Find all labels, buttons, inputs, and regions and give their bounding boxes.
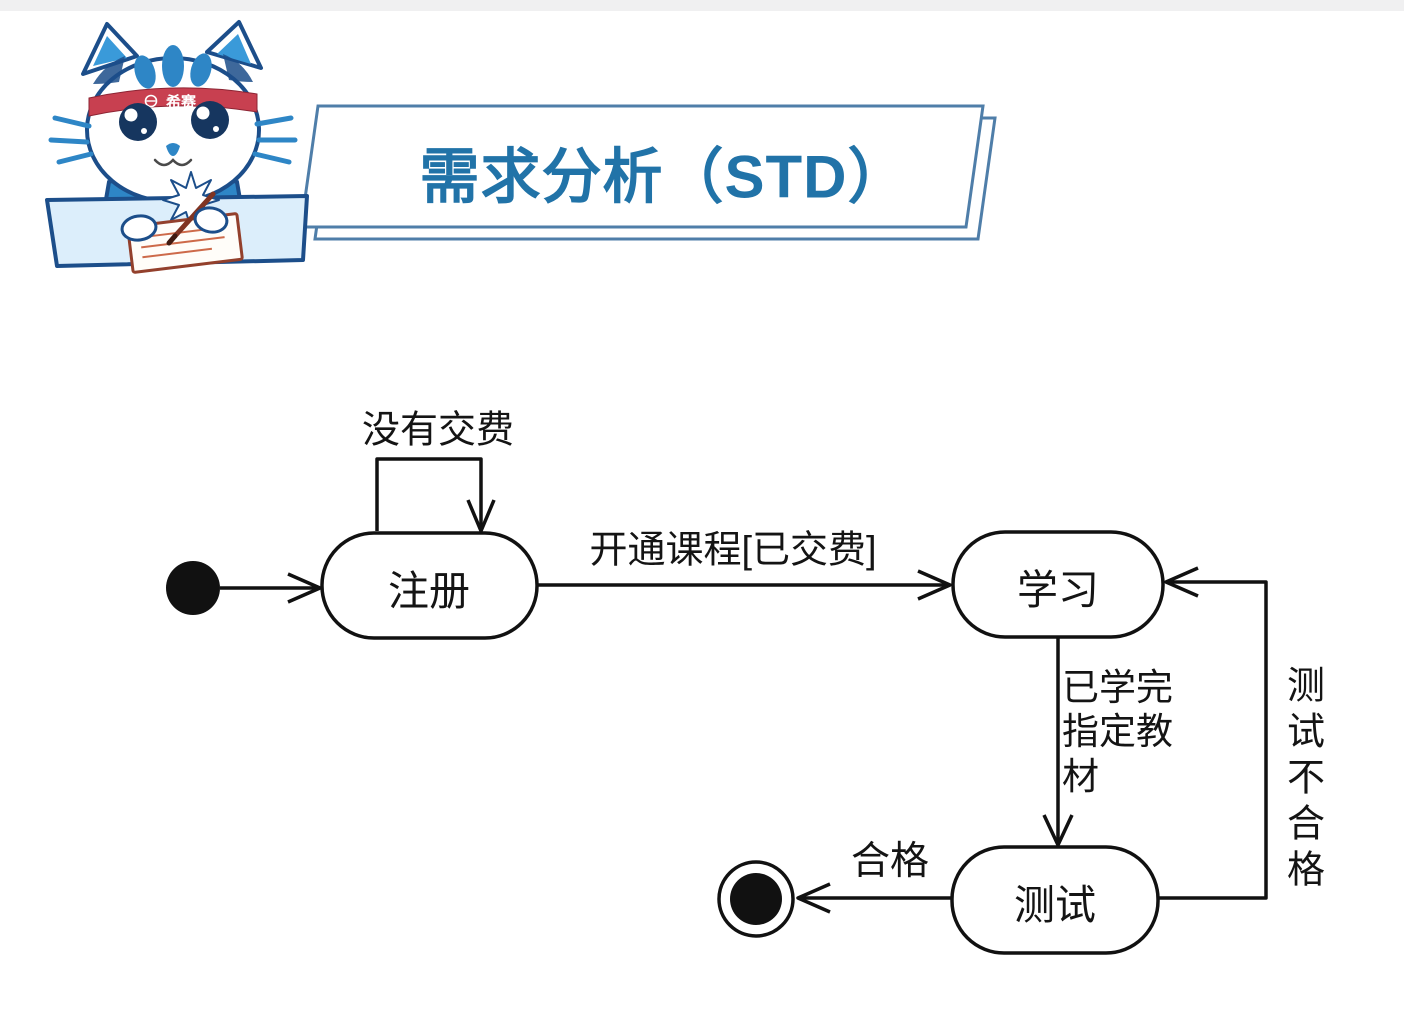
state-test-label: 测试 [1014,882,1096,928]
transition-test-to-study [1158,566,1268,900]
top-gray-strip [0,0,1404,11]
state-test-shape [950,845,1160,955]
cat-whiskers-icon [48,115,298,165]
initial-state-node [166,561,220,615]
cat-mouth [153,158,193,167]
xisai-logo-mark [144,94,158,108]
title-banner [299,104,997,241]
mascot-cat: 希赛 [45,20,309,274]
cat-eyes-icon [119,101,229,141]
page-title: 需求分析（STD） [419,143,909,211]
cat-paw-right [193,206,229,234]
transition-study-to-test [1042,637,1074,847]
state-diagram [166,457,1268,955]
transition-label-pass: 合格 [850,840,930,883]
arrowhead [466,499,496,533]
arrowhead [917,569,952,601]
transition-register-self-loop [375,457,496,533]
arrowhead [287,572,322,604]
cat-paw-left [120,214,158,242]
transition-test-to-final [796,882,952,914]
banner-front-page [299,104,985,229]
transition-register-to-study [537,569,952,601]
final-state-node [717,860,795,938]
state-register-label: 注册 [388,568,470,614]
cat-head-stripes [93,45,253,89]
arrowhead [1164,566,1199,598]
pen-icon [172,191,216,239]
cat-nose-icon [166,143,180,156]
transition-label-no-payment: 没有交费 [361,409,515,452]
transition-label-open-course: 开通课程[已交费] [589,529,877,572]
transition-initial-to-register [220,572,322,604]
transition-label-finished-textbook: 已学完指定教材 [1062,667,1173,797]
arrowhead [1042,814,1074,847]
arrowhead [796,882,831,914]
state-study-label: 学习 [1017,567,1099,613]
transition-label-test-fail: 测试不合格 [1280,665,1323,895]
headband-label: 希赛 [166,93,197,111]
